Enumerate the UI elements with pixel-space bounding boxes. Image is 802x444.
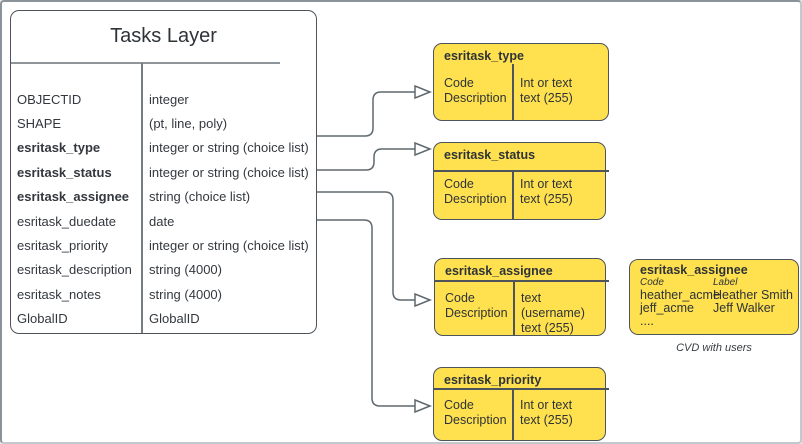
domain-title-separator [434,280,609,282]
domain-code-type: Int or text [520,398,573,412]
field-type: date [149,213,175,229]
field-name: esritask_status [17,164,112,180]
field-type: string (choice list) [149,189,251,205]
arrowhead-icon [414,292,433,308]
field-row: esritask_assignee string (choice list) [11,185,316,209]
field-row: esritask_description string (4000) [11,258,316,282]
domain-divider-line [512,170,514,219]
cvd-caption: CVD with users [676,342,752,354]
field-name: esritask_description [17,262,132,278]
domain-desc-label: Description [445,306,508,320]
domain-box-type[interactable]: esritask_type Code Description Int or te… [433,43,609,121]
field-type: integer [149,91,189,107]
field-row: OBJECTID integer [11,87,316,111]
field-type: (pt, line, poly) [149,116,228,132]
field-row: esritask_priority integer or string (choi… [11,233,316,257]
domain-code-label: Code [444,177,474,191]
field-name: GlobalID [17,311,68,327]
cvd-title: esritask_assignee [640,263,748,277]
domain-code-type: Int or text [520,177,573,191]
domain-title: esritask_assignee [445,264,553,278]
cvd-user-code: jeff_acme [640,300,694,315]
domain-box-priority[interactable]: esritask_priority Code Description Int o… [433,367,609,441]
domain-desc-label: Description [444,91,507,105]
domain-code-type: Int or text [520,76,573,90]
cvd-user-code: heather_acme [640,288,720,302]
cvd-user-row: heather_acme Heather Smith [630,289,798,302]
domain-desc-label: Description [444,192,507,206]
cvd-user-label: Heather Smith [713,288,793,302]
domain-divider-line [513,280,515,335]
domain-divider-line [512,388,514,440]
title-separator-line [11,62,280,64]
field-type: GlobalID [149,311,200,327]
cvd-ellipsis-row: .... [630,313,798,328]
domain-title-separator [433,170,609,172]
cvd-users-box[interactable]: esritask_assignee Code Label heather_acm… [629,259,799,335]
field-type: integer or string (choice list) [149,140,309,156]
domain-desc-label: Description [444,413,507,427]
domain-code-type: text (username) [521,291,585,320]
domain-desc-type: text (255) [521,321,574,335]
field-row: esritask_status integer or string (choice… [11,160,316,184]
field-row: esritask_duedate date [11,209,316,233]
domain-code-label: Code [444,398,474,412]
tasks-layer-title: Tasks Layer [110,25,217,47]
field-list: OBJECTID integer SHAPE (pt, line, poly) es… [11,87,316,331]
field-row: esritask_type integer or string (choice l… [11,136,316,160]
field-type: integer or string (choice list) [149,164,309,180]
domain-divider-line [512,64,514,120]
tasks-layer-node[interactable]: Tasks Layer OBJECTID integer SHAPE (pt, li… [10,10,317,334]
connector-priority [317,219,415,407]
cvd-user-row: jeff_acme Jeff Walker [630,300,798,315]
domain-title-separator [433,388,609,390]
field-name: SHAPE [17,116,62,132]
field-name: esritask_assignee [17,189,130,205]
field-name: esritask_duedate [17,213,117,229]
cvd-label-header: Label [713,277,738,288]
field-row: esritask_notes string (4000) [11,282,316,306]
connector-type [317,91,415,137]
cvd-user-label: Jeff Walker [713,300,775,315]
field-name: esritask_priority [17,238,109,254]
cvd-ellipsis: .... [640,313,654,328]
arrowhead-icon [414,398,433,414]
arrowhead-icon [414,141,433,157]
field-type: string (4000) [149,286,222,302]
connector-status [317,148,415,171]
domain-desc-type: text (255) [520,91,573,105]
cvd-code-header: Code [640,277,664,288]
field-type: integer or string (choice list) [149,238,309,254]
domain-code-label: Code [445,291,475,305]
field-type: string (4000) [149,262,222,278]
domain-title: esritask_priority [444,373,542,387]
field-name: esritask_notes [17,286,101,302]
domain-title: esritask_type [444,49,524,63]
field-name: esritask_type [17,140,101,156]
field-row: GlobalID GlobalID [11,307,316,331]
domain-box-status[interactable]: esritask_status Code Description Int or … [433,142,609,220]
column-divider-line [141,63,143,333]
connector-assignee [317,191,415,301]
field-row: SHAPE (pt, line, poly) [11,111,316,135]
domain-desc-type: text (255) [520,192,573,206]
domain-box-assignee[interactable]: esritask_assignee Code Description text … [434,258,609,336]
arrowhead-icon [414,84,433,100]
domain-title: esritask_status [444,148,536,162]
domain-code-label: Code [444,76,474,90]
domain-desc-type: text (255) [520,413,573,427]
field-name: OBJECTID [17,91,82,107]
